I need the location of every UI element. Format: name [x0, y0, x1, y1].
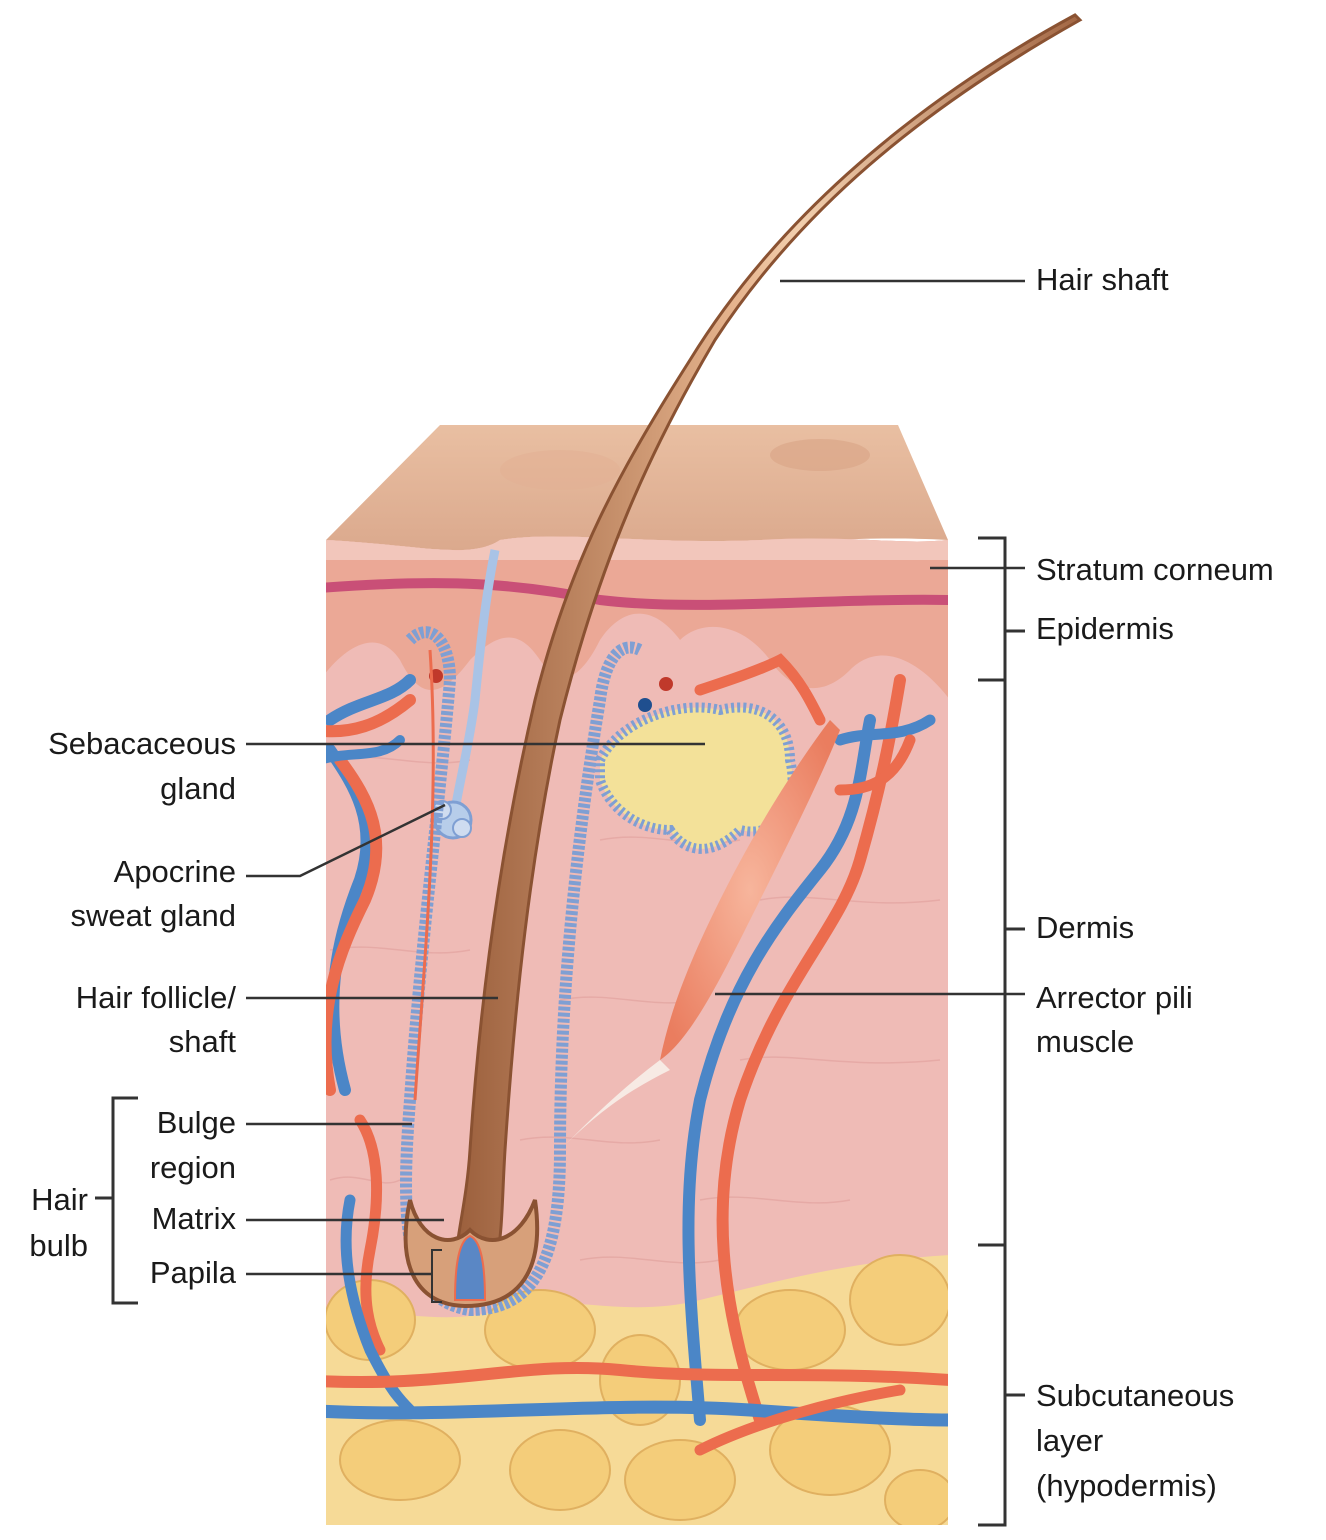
label-matrix: Matrix: [151, 1201, 236, 1236]
label-arrector-pili-1: Arrector pili: [1036, 980, 1193, 1015]
hair-follicle: [400, 626, 643, 1317]
label-epidermis: Epidermis: [1036, 611, 1174, 646]
label-papila: Papila: [149, 1255, 236, 1290]
label-hair-bulb-2: bulb: [29, 1228, 88, 1263]
arrector-pili-muscle: [660, 720, 840, 1060]
left-artery: [326, 694, 416, 1096]
label-subcutaneous-2: layer: [1036, 1423, 1104, 1458]
label-hair-shaft: Hair shaft: [1036, 262, 1169, 297]
subcutaneous-bracket: [978, 1243, 1007, 1527]
label-hair-bulb-1: Hair: [31, 1182, 88, 1217]
label-follicle-1: Hair follicle/: [75, 980, 236, 1015]
bottom-artery: [326, 1361, 948, 1389]
label-stratum-corneum: Stratum corneum: [1036, 552, 1274, 587]
label-follicle-2: shaft: [168, 1024, 236, 1059]
label-arrector-pili-2: muscle: [1036, 1024, 1135, 1059]
epidermis-bracket: [978, 536, 1007, 682]
label-bulge-2: region: [149, 1150, 236, 1185]
label-dermis: Dermis: [1036, 910, 1135, 945]
label-apocrine-1: Apocrine: [113, 854, 236, 889]
apocrine-duct: [450, 549, 500, 811]
hair-bulb-bracket: [111, 1096, 138, 1305]
leader-apocrine: [246, 803, 446, 878]
label-sebaceous-1: Sebacaceous: [48, 726, 236, 761]
label-bulge-1: Bulge: [156, 1105, 236, 1140]
label-sebaceous-2: gland: [160, 771, 236, 806]
label-apocrine-2: sweat gland: [70, 898, 236, 933]
papila-bracket: [431, 1249, 442, 1303]
label-subcutaneous-3: (hypodermis): [1036, 1468, 1217, 1503]
papilla: [453, 1234, 487, 1301]
dermis-bracket: [978, 678, 1007, 1247]
stratum-band: [326, 578, 948, 610]
epidermis-layer: [326, 536, 948, 700]
bottom-vein: [326, 1400, 948, 1427]
label-subcutaneous-1: Subcutaneous: [1036, 1378, 1235, 1413]
